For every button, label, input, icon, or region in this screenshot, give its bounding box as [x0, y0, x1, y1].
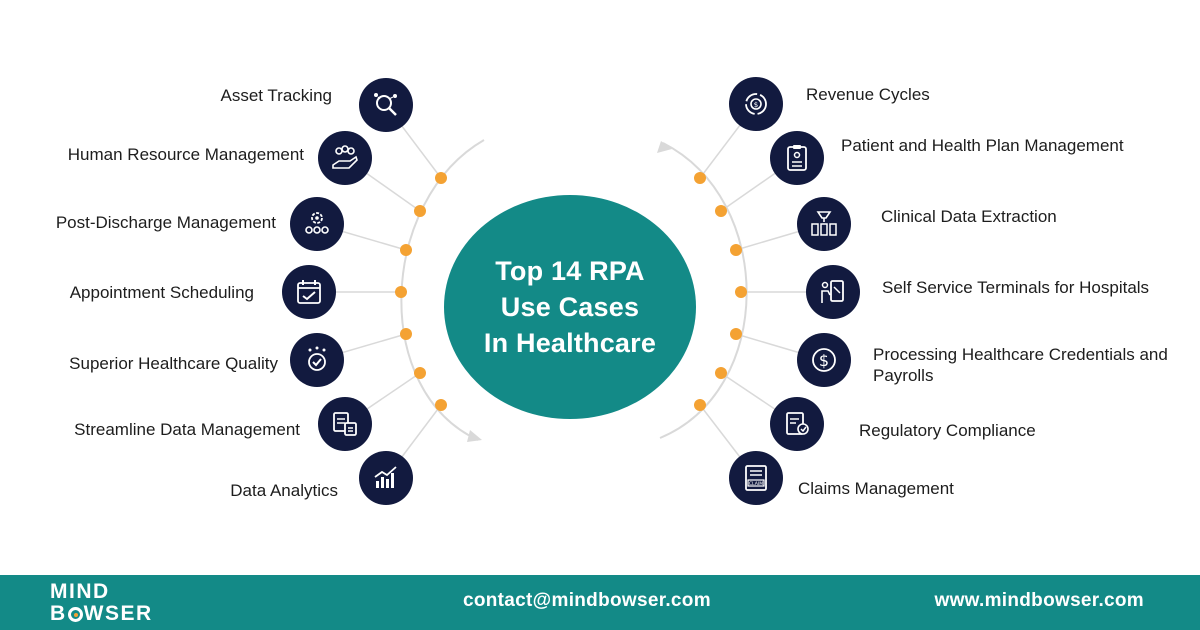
calendar-check-icon: [282, 265, 336, 319]
right-connector-dot: [715, 367, 727, 379]
left-connector-dot: [395, 286, 407, 298]
left-connector-dot: [400, 244, 412, 256]
right-item-label: Regulatory Compliance: [859, 421, 1036, 440]
revenue-cycle-icon: $: [729, 77, 783, 131]
left-item-label: Asset Tracking: [220, 86, 333, 105]
center-title: Top 14 RPA Use Cases In Healthcare: [483, 256, 657, 358]
people-hand-icon: [318, 131, 372, 185]
claim-form-icon: CLAIM: [729, 451, 783, 505]
logo-line-1: MIND: [50, 580, 110, 603]
data-extraction-icon: [797, 197, 851, 251]
logo-o-icon: [67, 606, 83, 622]
kiosk-icon: [806, 265, 860, 319]
right-item-label: Processing Healthcare Credentials and Pa…: [873, 345, 1168, 385]
left-item-label: Post-Discharge Management: [55, 213, 276, 232]
left-connector-dot: [435, 172, 447, 184]
dollar-coin-icon: $: [797, 333, 851, 387]
left-item-label: Data Analytics: [230, 481, 338, 500]
contact-email-link[interactable]: contact@mindbowser.com: [463, 590, 711, 611]
right-connector-dot: [730, 244, 742, 256]
right-connector-dot: [694, 172, 706, 184]
right-connector-dot: [715, 205, 727, 217]
right-item-label: Revenue Cycles: [806, 85, 930, 104]
left-connector-dot: [414, 205, 426, 217]
right-item-label: Self Service Terminals for Hospitals: [882, 278, 1150, 297]
left-item-label: Appointment Scheduling: [69, 283, 254, 302]
right-connector-dot: [694, 399, 706, 411]
footer-bar: MIND B WSER contact@mindbowser.com www.m…: [0, 575, 1200, 630]
logo-letter-b: B: [50, 602, 67, 625]
magnifier-network-icon: [359, 78, 413, 132]
right-arc-arrowhead: [657, 141, 672, 153]
right-item-label: Patient and Health Plan Management: [841, 136, 1124, 155]
logo-letters-wser: WSER: [83, 602, 153, 625]
right-connector-dot: [735, 286, 747, 298]
left-item-label: Human Resource Management: [67, 145, 304, 164]
right-item-label: Claims Management: [798, 479, 954, 498]
left-arc-arrowhead: [467, 430, 482, 442]
logo-line-2: B WSER: [50, 603, 153, 625]
svg-text:$: $: [819, 351, 829, 370]
left-item-label: Superior Healthcare Quality: [69, 354, 278, 373]
patient-clipboard-icon: [770, 131, 824, 185]
website-link[interactable]: www.mindbowser.com: [934, 590, 1144, 611]
hospital-gear-icon: [290, 197, 344, 251]
left-connector-dot: [400, 328, 412, 340]
svg-text:CLAIM: CLAIM: [749, 481, 763, 487]
center-circle: Top 14 RPA Use Cases In Healthcare: [444, 195, 696, 419]
svg-text:$: $: [754, 101, 758, 109]
left-item-label: Streamline Data Management: [74, 420, 300, 439]
right-connector-dot: [730, 328, 742, 340]
data-docs-icon: [318, 397, 372, 451]
quality-badge-icon: [290, 333, 344, 387]
right-item-label: Clinical Data Extraction: [881, 207, 1057, 226]
compliance-doc-icon: [770, 397, 824, 451]
left-connector-dot: [414, 367, 426, 379]
left-connector-dot: [435, 399, 447, 411]
mindbowser-logo: MIND B WSER: [50, 581, 153, 625]
bar-chart-icon: [359, 451, 413, 505]
